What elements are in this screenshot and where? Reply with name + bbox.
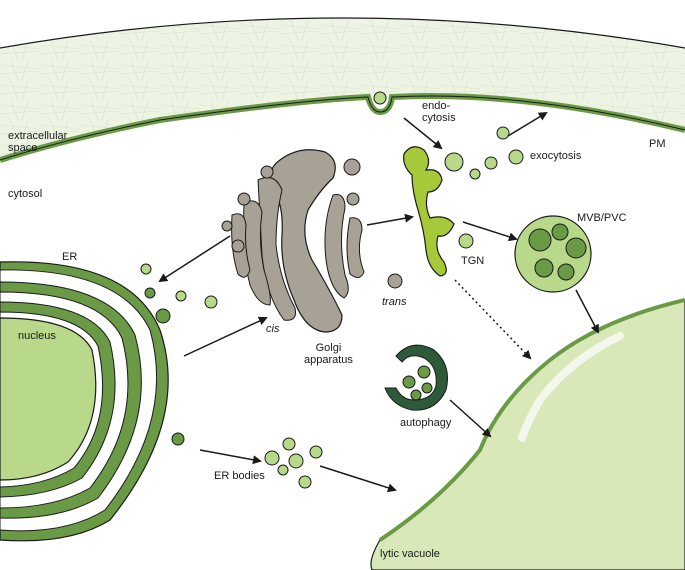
label-pm: PM <box>649 138 666 150</box>
label-mvb-pvc: MVB/PVC <box>577 212 627 224</box>
nucleus-er <box>0 261 185 542</box>
label-cis: cis <box>266 323 280 335</box>
mvb-pvc <box>514 215 592 293</box>
label-er: ER <box>62 251 78 263</box>
label-extracellular-space: extracellular space <box>8 130 68 154</box>
label-lytic-vacuole: lytic vacuole <box>380 548 440 560</box>
autophagosome <box>384 344 448 411</box>
tgn <box>403 126 524 277</box>
label-trans: trans <box>382 296 407 308</box>
arrows <box>158 111 599 493</box>
lytic-vacuole <box>370 299 685 570</box>
er-bodies <box>264 437 323 489</box>
label-golgi-apparatus: Golgi apparatus <box>304 342 353 366</box>
label-exocytosis: exocytosis <box>530 150 582 162</box>
label-er-bodies: ER bodies <box>214 470 265 482</box>
golgi-apparatus <box>221 149 403 333</box>
nucleus <box>0 317 97 481</box>
label-cytosol: cytosol <box>8 188 43 200</box>
label-tgn: TGN <box>461 255 485 267</box>
label-autophagy: autophagy <box>400 417 452 429</box>
label-endocytosis: endo- cytosis <box>422 100 456 124</box>
label-nucleus: nucleus <box>18 330 56 342</box>
endocytic-pit <box>373 91 387 105</box>
